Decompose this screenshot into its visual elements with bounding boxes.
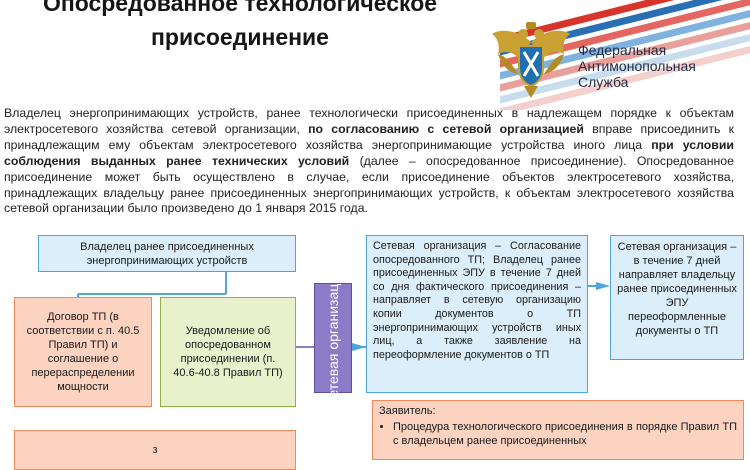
agency-name-line2: Антимонопольная [578, 58, 696, 74]
agency-name-line1: Федеральная [578, 42, 667, 58]
fas-emblem-logo [492, 22, 570, 98]
contract-box: Договор ТП (в соответствии с п. 40.5 Пра… [14, 297, 152, 407]
applicant-list-item: Процедура технологического присоединения… [393, 420, 737, 448]
intro-bold2: при условии соблюдения выданных ранее те… [4, 137, 734, 168]
intro-paragraph: Владелец энергопринимающих устройств, ра… [4, 106, 734, 217]
intro-part1: Владелец энергопринимающих устройств, ра… [4, 106, 734, 136]
agency-name: Федеральная Антимонопольная Служба [578, 42, 696, 90]
notice-box-label: Уведомление об опосредованном присоедине… [173, 325, 283, 379]
applicant-title: Заявитель: [379, 405, 436, 417]
owner-box: Владелец ранее присоединенных энергоприн… [38, 235, 296, 272]
applicant-box: Заявитель: Процедура технологического пр… [372, 400, 744, 460]
reissue-box-label: Сетевая организация – в течение 7 дней н… [617, 241, 737, 337]
reissue-box: Сетевая организация – в течение 7 дней н… [610, 235, 744, 360]
owner-box-label: Владелец ранее присоединенных энергоприн… [80, 240, 254, 267]
slide-title: Опосредованное технологическое присоедин… [42, 0, 438, 50]
agreement-box: Сетевая организация – Согласование опоср… [366, 235, 588, 393]
notice-box: Уведомление об опосредованном присоедине… [160, 297, 296, 407]
intro-bold1: по согласованию с сетевой организацией [308, 121, 584, 136]
network-org-label: Сетевая организация [325, 268, 341, 408]
flow-connectors [77, 272, 610, 351]
intro-part3: (далее – опосредованное присоединение). … [4, 153, 734, 216]
contract-box-label: Договор ТП (в соответствии с п. 40.5 Пра… [26, 311, 140, 393]
intro-part2: вправе присоединить к принадлежащим ему … [4, 121, 734, 152]
applicant-list: Процедура технологического присоединения… [379, 420, 737, 448]
agency-name-line3: Служба [578, 74, 629, 90]
network-org-box: Сетевая организация [314, 268, 352, 408]
bottom-box-label: з [152, 444, 158, 456]
agreement-box-label: Сетевая организация – Согласование опоср… [373, 240, 581, 361]
bottom-box: з [14, 430, 296, 470]
